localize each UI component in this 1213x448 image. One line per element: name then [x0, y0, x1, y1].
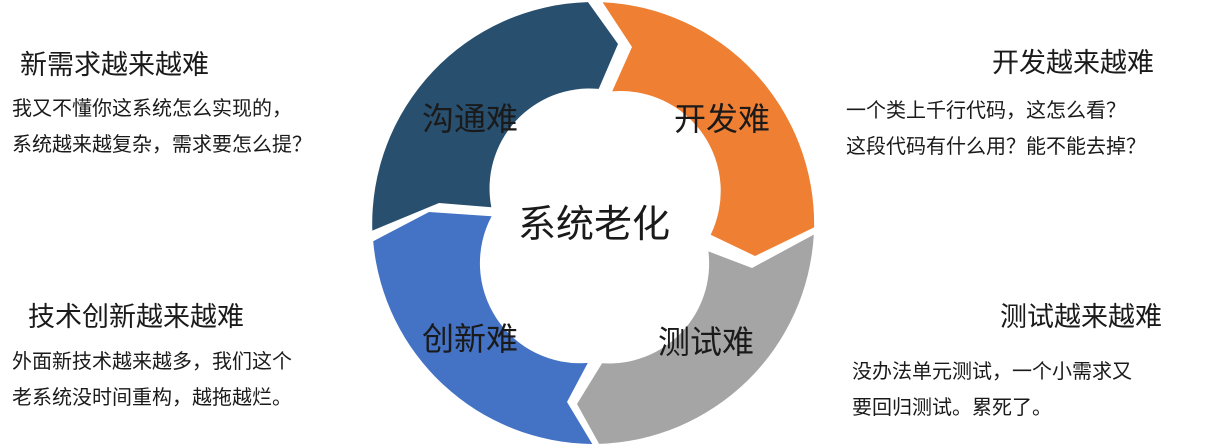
heading-top-left: 新需求越来越难	[20, 50, 209, 81]
desc-bottom-right-line-2: 要回归测试。累死了。	[852, 395, 1052, 419]
heading-top-right: 开发越来越难	[992, 48, 1154, 79]
segment-testing	[577, 234, 814, 444]
desc-bottom-left: 外面新技术越来越多，我们这个 老系统没时间重构，越拖越烂。	[12, 343, 292, 415]
desc-top-left-line-2: 系统越来越复杂，需求要怎么提？	[12, 132, 312, 156]
desc-top-left: 我又不懂你这系统怎么实现的， 系统越来越复杂，需求要怎么提？	[12, 90, 312, 162]
desc-top-right: 一个类上千行代码，这怎么看？ 这段代码有什么用？能不能去掉？	[846, 92, 1146, 164]
segment-innovation	[373, 212, 593, 444]
segment-development	[602, 2, 815, 257]
heading-bottom-left: 技术创新越来越难	[28, 302, 244, 333]
desc-bottom-left-line-2: 老系统没时间重构，越拖越烂。	[12, 385, 292, 409]
desc-bottom-left-line-1: 外面新技术越来越多，我们这个	[12, 349, 292, 373]
desc-top-left-line-1: 我又不懂你这系统怎么实现的，	[12, 96, 292, 120]
desc-bottom-right: 没办法单元测试，一个小需求又 要回归测试。累死了。	[852, 353, 1132, 425]
center-label: 系统老化	[518, 202, 670, 246]
desc-top-right-line-2: 这段代码有什么用？能不能去掉？	[846, 134, 1146, 158]
desc-bottom-right-line-1: 没办法单元测试，一个小需求又	[852, 359, 1132, 383]
segment-label-testing: 测试难	[658, 323, 754, 361]
segment-label-innovation: 创新难	[422, 320, 518, 358]
desc-top-right-line-1: 一个类上千行代码，这怎么看？	[846, 98, 1126, 122]
segment-communication	[372, 2, 618, 231]
segment-label-communication: 沟通难	[422, 100, 518, 138]
heading-bottom-right: 测试越来越难	[1000, 302, 1162, 333]
segment-label-development: 开发难	[674, 100, 770, 138]
